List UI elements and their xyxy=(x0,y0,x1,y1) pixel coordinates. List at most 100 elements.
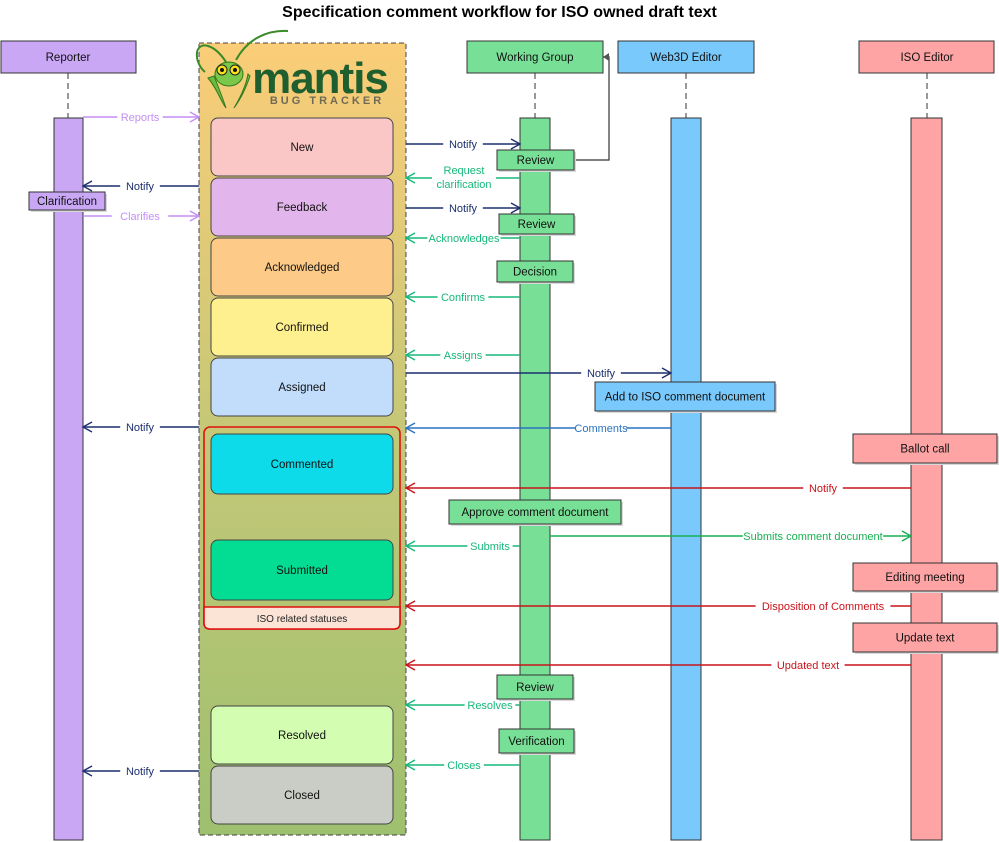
activity-label: Verification xyxy=(508,736,564,748)
message-label: Assigns xyxy=(444,350,483,362)
arrowhead-icon xyxy=(510,202,522,214)
activity-label: Ballot call xyxy=(900,444,949,456)
activity-label: Review xyxy=(517,155,555,167)
status-confirmed: Confirmed xyxy=(210,297,394,357)
message-notify-reporter-3: Notify xyxy=(81,764,199,778)
arrowhead-icon xyxy=(189,111,201,123)
activity-label: Decision xyxy=(513,267,557,279)
activity-review-3: Review xyxy=(496,674,575,701)
activity-label: Clarification xyxy=(37,196,97,208)
arrowhead-icon xyxy=(404,540,416,552)
diagram-title: Specification comment workflow for ISO o… xyxy=(282,4,717,21)
arrowhead-icon xyxy=(901,530,913,542)
message-label-bg xyxy=(120,179,160,192)
message-label-bg xyxy=(464,698,516,711)
activity-ballot-call: Ballot call xyxy=(852,433,999,465)
status-commented: Commented xyxy=(210,433,394,495)
message-label: Closes xyxy=(447,760,481,772)
arrowhead-icon xyxy=(510,138,522,150)
message-label: Notify xyxy=(809,483,838,495)
mantis-logo-text: mantis xyxy=(252,54,388,103)
message-label-bg xyxy=(581,366,621,379)
message-label-bg xyxy=(467,539,513,552)
mantis-logo-tagline: BUG TRACKER xyxy=(270,95,384,107)
message-label-bg xyxy=(120,420,160,433)
status-feedback: Feedback xyxy=(210,177,394,237)
arrowhead-icon xyxy=(404,759,416,771)
mantis-logo: mantis BUG TRACKER xyxy=(195,29,389,109)
message-label-bg xyxy=(771,658,845,671)
activity-clarification: Clarification xyxy=(28,191,107,212)
working-group-activation-bar xyxy=(519,117,551,841)
status-assigned-label: Assigned xyxy=(278,382,325,394)
message-label: Disposition of Comments xyxy=(762,601,885,613)
lifeline-iso-editor: ISO Editor xyxy=(858,40,995,841)
message-submits-comment-document: Submits comment document xyxy=(550,529,913,543)
message-confirms: Confirms xyxy=(404,290,520,304)
message-label-bg xyxy=(117,110,163,123)
lifeline-web3d-editor-label: Web3D Editor xyxy=(650,52,722,64)
activity-approve-doc: Approve comment document xyxy=(448,499,623,526)
message-label-bg xyxy=(803,481,843,494)
arrowhead-icon xyxy=(81,421,93,433)
message-label: Notify xyxy=(449,203,478,215)
message-label-bg xyxy=(755,599,891,612)
lifeline-reporter: Reporter xyxy=(0,40,137,841)
status-feedback-label: Feedback xyxy=(277,202,328,214)
arrowhead-icon xyxy=(404,699,416,711)
message-label-bg xyxy=(440,348,486,361)
message-clarifies: Clarifies xyxy=(83,209,201,223)
message-label-bg xyxy=(443,137,483,150)
arrowhead-icon xyxy=(404,659,416,671)
status-confirmed-label: Confirmed xyxy=(275,322,328,334)
message-closes: Closes xyxy=(404,758,520,772)
status-submitted: Submitted xyxy=(210,539,394,601)
activity-label: Editing meeting xyxy=(885,572,964,584)
message-label: Notify xyxy=(449,139,478,151)
message-label: Notify xyxy=(126,181,155,193)
message-label: Confirms xyxy=(441,292,486,304)
message-assigns: Assigns xyxy=(404,348,520,362)
message-reports: Reports xyxy=(83,110,201,124)
arrowhead-icon xyxy=(661,367,673,379)
message-label-bg xyxy=(742,529,884,542)
message-label: Acknowledges xyxy=(429,233,500,245)
message-label: Notify xyxy=(126,422,155,434)
message-label: Comments xyxy=(574,423,628,435)
message-resolves: Resolves xyxy=(404,698,520,712)
message-submits: Submits xyxy=(404,539,520,553)
message-label: Notify xyxy=(587,368,616,380)
activity-add-to-iso: Add to ISO comment document xyxy=(594,381,777,413)
message-label: Request xyxy=(444,165,485,177)
activity-editing-meeting: Editing meeting xyxy=(852,562,999,593)
arrowhead-icon xyxy=(81,180,93,192)
lifeline-iso-editor-label: ISO Editor xyxy=(900,52,953,64)
lifeline-reporter-label: Reporter xyxy=(46,52,91,64)
iso-editor-activation-bar xyxy=(910,117,943,841)
arrowhead-icon xyxy=(404,600,416,612)
message-notify-reporter-2: Notify xyxy=(81,420,199,434)
message-label: Resolves xyxy=(467,700,513,712)
status-commented-label: Commented xyxy=(271,459,334,471)
activity-label: Review xyxy=(518,219,556,231)
mantis-bug-icon xyxy=(195,29,289,109)
message-notify-wg-1: Notify xyxy=(406,137,522,151)
message-updated-text: Updated text xyxy=(404,658,911,672)
activity-update-text: Update text xyxy=(852,622,999,654)
arrowhead-icon xyxy=(404,232,416,244)
status-closed-label: Closed xyxy=(284,790,320,802)
arrowhead-icon xyxy=(603,53,609,61)
message-label: Reports xyxy=(121,112,160,124)
message-notify-wg-2: Notify xyxy=(406,201,522,215)
lifeline-working-group: Working Group xyxy=(466,40,604,841)
message-notify-iso: Notify xyxy=(404,481,911,495)
arrowhead-icon xyxy=(404,172,416,184)
status-new: New xyxy=(210,117,394,177)
arrowhead-icon xyxy=(404,349,416,361)
activity-verification: Verification xyxy=(498,728,576,755)
activity-label: Approve comment document xyxy=(461,507,609,519)
status-new-label: New xyxy=(290,142,314,154)
activity-label: Add to ISO comment document xyxy=(605,392,766,404)
